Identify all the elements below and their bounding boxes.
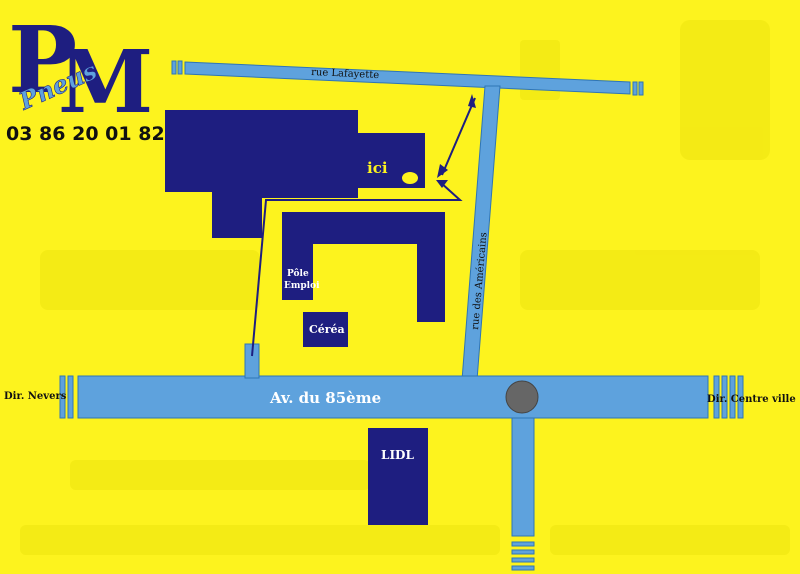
route-arrow-line <box>441 97 476 176</box>
location-marker <box>402 172 418 184</box>
background-watermark <box>20 20 790 555</box>
route-arrowhead-in <box>436 180 448 188</box>
road-av-du-85eme <box>77 375 709 419</box>
road-rue-lafayette <box>184 61 631 95</box>
logo-letter-m: M <box>58 32 153 133</box>
logo-letter-p: P <box>8 6 77 114</box>
road-end-stripe <box>171 60 177 75</box>
roads <box>59 60 744 571</box>
route-arrowhead-down <box>437 164 448 178</box>
road-access-stub <box>244 343 260 379</box>
label-dir-centre-ville: Dir. Centre ville <box>707 394 796 405</box>
logo-phone: 03 86 20 01 82 <box>6 123 165 145</box>
road-end-stripe <box>713 375 720 419</box>
building-cerea <box>303 312 348 347</box>
label-ici: ici <box>367 159 388 177</box>
road-end-stripe <box>67 375 74 419</box>
pm-pneus-logo: P M Pneus 03 86 20 01 82 <box>6 6 165 145</box>
road-end-stripe <box>511 557 535 563</box>
road-end-stripe <box>59 375 66 419</box>
road-end-stripe <box>638 81 644 96</box>
label-lidl: LIDL <box>381 448 414 462</box>
road-end-stripe <box>632 81 638 96</box>
road-end-stripe <box>177 60 183 75</box>
label-av-du-85eme: Av. du 85ème <box>269 389 381 407</box>
road-end-stripe <box>729 375 736 419</box>
buildings <box>165 110 445 525</box>
road-end-stripe <box>511 565 535 571</box>
building-pole-emploi <box>282 212 445 322</box>
road-end-stripe <box>511 549 535 555</box>
label-cerea: Céréa <box>309 323 345 336</box>
route-path <box>251 97 476 357</box>
road-south <box>511 417 535 537</box>
label-rue-lafayette: rue Lafayette <box>311 67 380 81</box>
route-line <box>251 181 463 357</box>
label-pole-emploi-line2: Emploi <box>284 281 320 291</box>
building-lidl <box>368 428 428 525</box>
roundabout <box>505 380 539 414</box>
road-end-stripe <box>511 541 535 547</box>
label-pole-emploi-line1: Pôle <box>287 268 309 279</box>
road-end-stripe <box>737 375 744 419</box>
route-arrowhead-up <box>468 94 476 108</box>
road-end-stripe <box>721 375 728 419</box>
label-dir-nevers: Dir. Nevers <box>4 391 67 402</box>
building-pm-pneus <box>165 110 425 238</box>
